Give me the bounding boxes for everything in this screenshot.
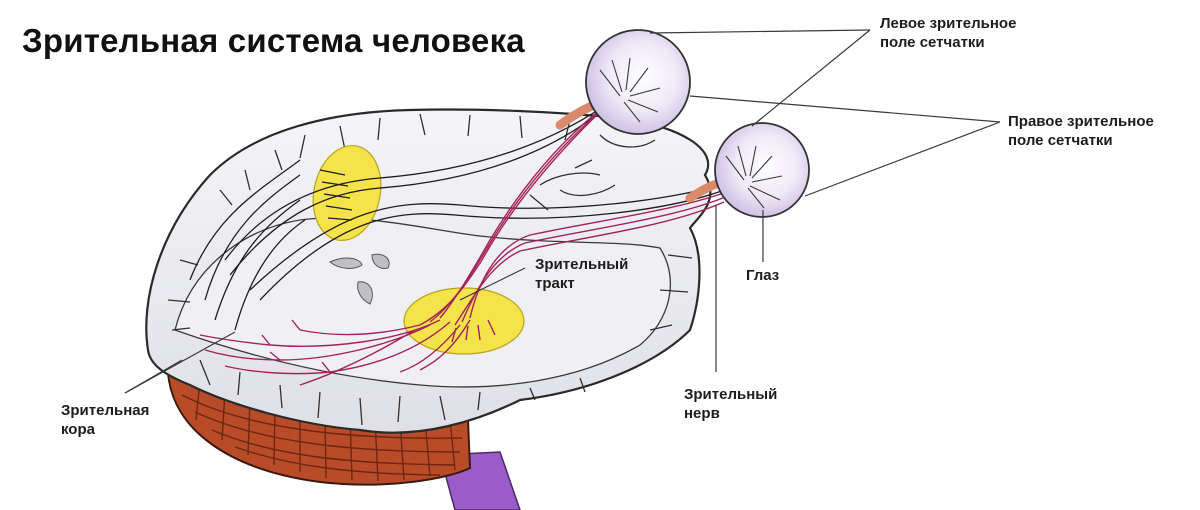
right-eye [714,122,810,218]
optic-radiation-upper [189,95,737,331]
ventricles [329,253,390,305]
leader-optic-tract [459,267,526,301]
leader-left-field-b [751,29,871,127]
leader-right-field-b [804,121,1001,197]
lateral-geniculate-nucleus [403,287,525,355]
brain-folds [167,113,693,426]
left-eye [585,29,691,135]
label-eye: Глаз [746,267,780,284]
leader-left-field-a [649,29,871,34]
leader-lines [124,29,1001,394]
leader-right-field-a [689,95,1001,123]
page-title: Зрительная система человека [22,22,525,59]
leader-cortex-b [124,331,236,394]
